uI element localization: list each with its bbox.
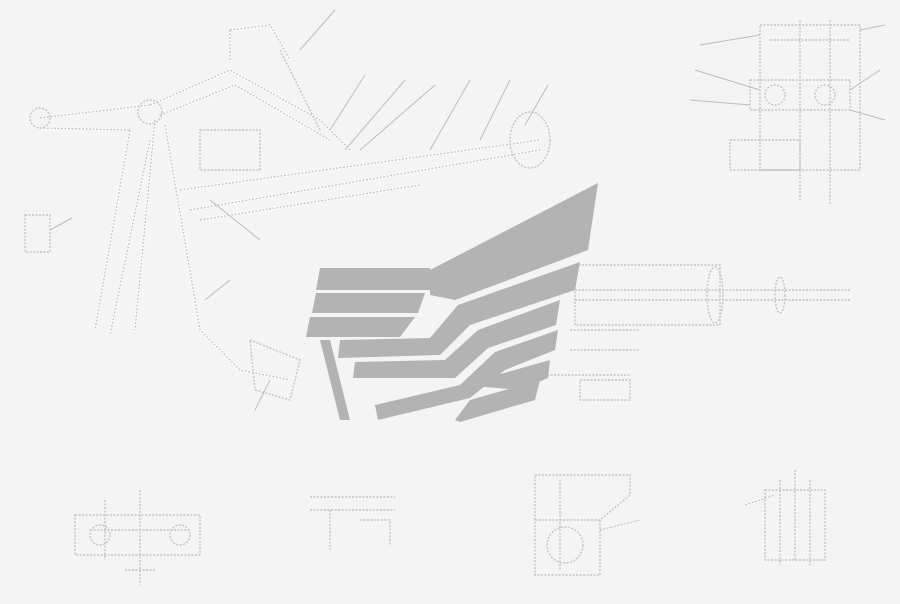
detail-view-top-right: [689, 20, 886, 205]
company-logo: [306, 183, 598, 422]
detail-view-3: [534, 474, 641, 576]
detail-view-1: [74, 490, 201, 585]
shaft-detail-view: [540, 264, 850, 401]
main-assembly-view: [24, 9, 551, 411]
detail-view-2: [310, 496, 395, 550]
detail-view-4: [744, 470, 826, 565]
